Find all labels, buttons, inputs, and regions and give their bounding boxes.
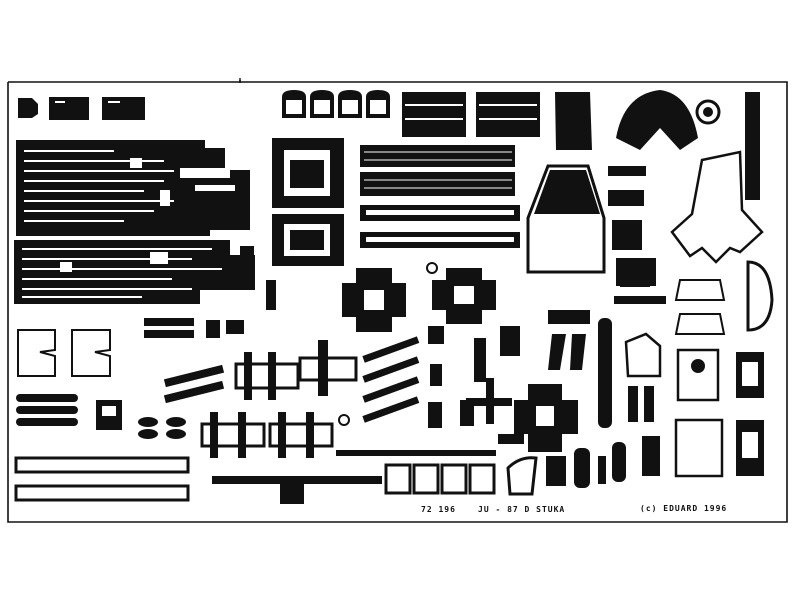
part-bracket-b [266, 280, 276, 310]
part-right-center [546, 310, 764, 488]
part-bottom-bar [212, 476, 382, 484]
part-seat-backs [282, 90, 390, 118]
part-grilles [402, 92, 540, 137]
part-tail-assembly [670, 150, 764, 264]
part-canopy-top [534, 170, 600, 214]
part-side-strip [745, 92, 760, 200]
part-ring-2 [426, 262, 438, 274]
part-crosses [342, 268, 578, 452]
part-windscreen [616, 90, 698, 150]
part-armor-boxes [272, 138, 344, 266]
part-louvers [360, 145, 520, 248]
part-cockpit-floor-lower [14, 240, 255, 304]
part-mid-left [17, 318, 244, 404]
product-code-label: 72 196 [421, 505, 456, 514]
part-long-strips [14, 394, 190, 502]
part-curved-bracket [506, 456, 538, 496]
model-name-label: JU - 87 D STUKA [478, 505, 566, 514]
part-ring [338, 414, 350, 426]
part-seat-pans [384, 463, 496, 495]
part-center-small [428, 326, 524, 444]
part-small-panels [608, 166, 666, 304]
copyright-label: (c) EDUARD 1996 [640, 504, 728, 513]
part-bracket-a [240, 246, 254, 282]
part-bottom-tab [280, 484, 304, 504]
part-long-rail [336, 450, 496, 456]
part-small-blocks [96, 400, 186, 439]
part-group-top-left [18, 97, 145, 120]
part-cockpit-floor-upper [16, 140, 250, 236]
part-right-brackets [674, 260, 774, 335]
part-gunsight-mount [555, 92, 592, 150]
part-rods [362, 336, 420, 423]
part-h-frames [200, 340, 358, 458]
